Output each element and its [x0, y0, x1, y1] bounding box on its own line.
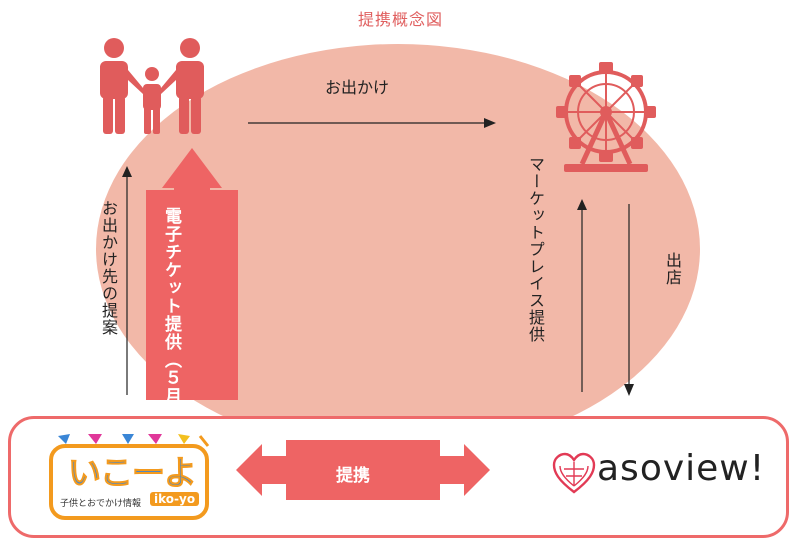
asoview-logo-text: asoview!: [597, 448, 766, 489]
e-ticket-line1: 電子チケット提供: [161, 207, 181, 351]
family-icon: [100, 38, 204, 134]
ferris-wheel-icon: [556, 62, 656, 172]
ikoyo-logo-text: いこーよ: [68, 453, 198, 493]
ikoyo-tagline: 子供とおでかけ情報: [60, 499, 142, 509]
asoview-heart-icon: [552, 452, 596, 494]
marketplace-label: マーケットプレイス提供: [526, 156, 545, 343]
store-arrow: [624, 204, 634, 396]
ikoyo-roman: iko-yo: [150, 492, 200, 506]
partnership-label: 提携: [336, 466, 370, 486]
diagram-title: 提携概念図: [357, 10, 443, 29]
outing-arrow: [248, 118, 496, 128]
store-label: 出店: [663, 252, 682, 286]
partnership-arrow: [236, 440, 490, 500]
marketplace-arrow: [577, 199, 587, 392]
outing-label: お出かけ: [325, 78, 390, 97]
suggestion-arrow: [122, 166, 132, 395]
e-ticket-arrow: [146, 148, 238, 400]
suggestion-label: お出かけ先の提案: [99, 200, 118, 336]
